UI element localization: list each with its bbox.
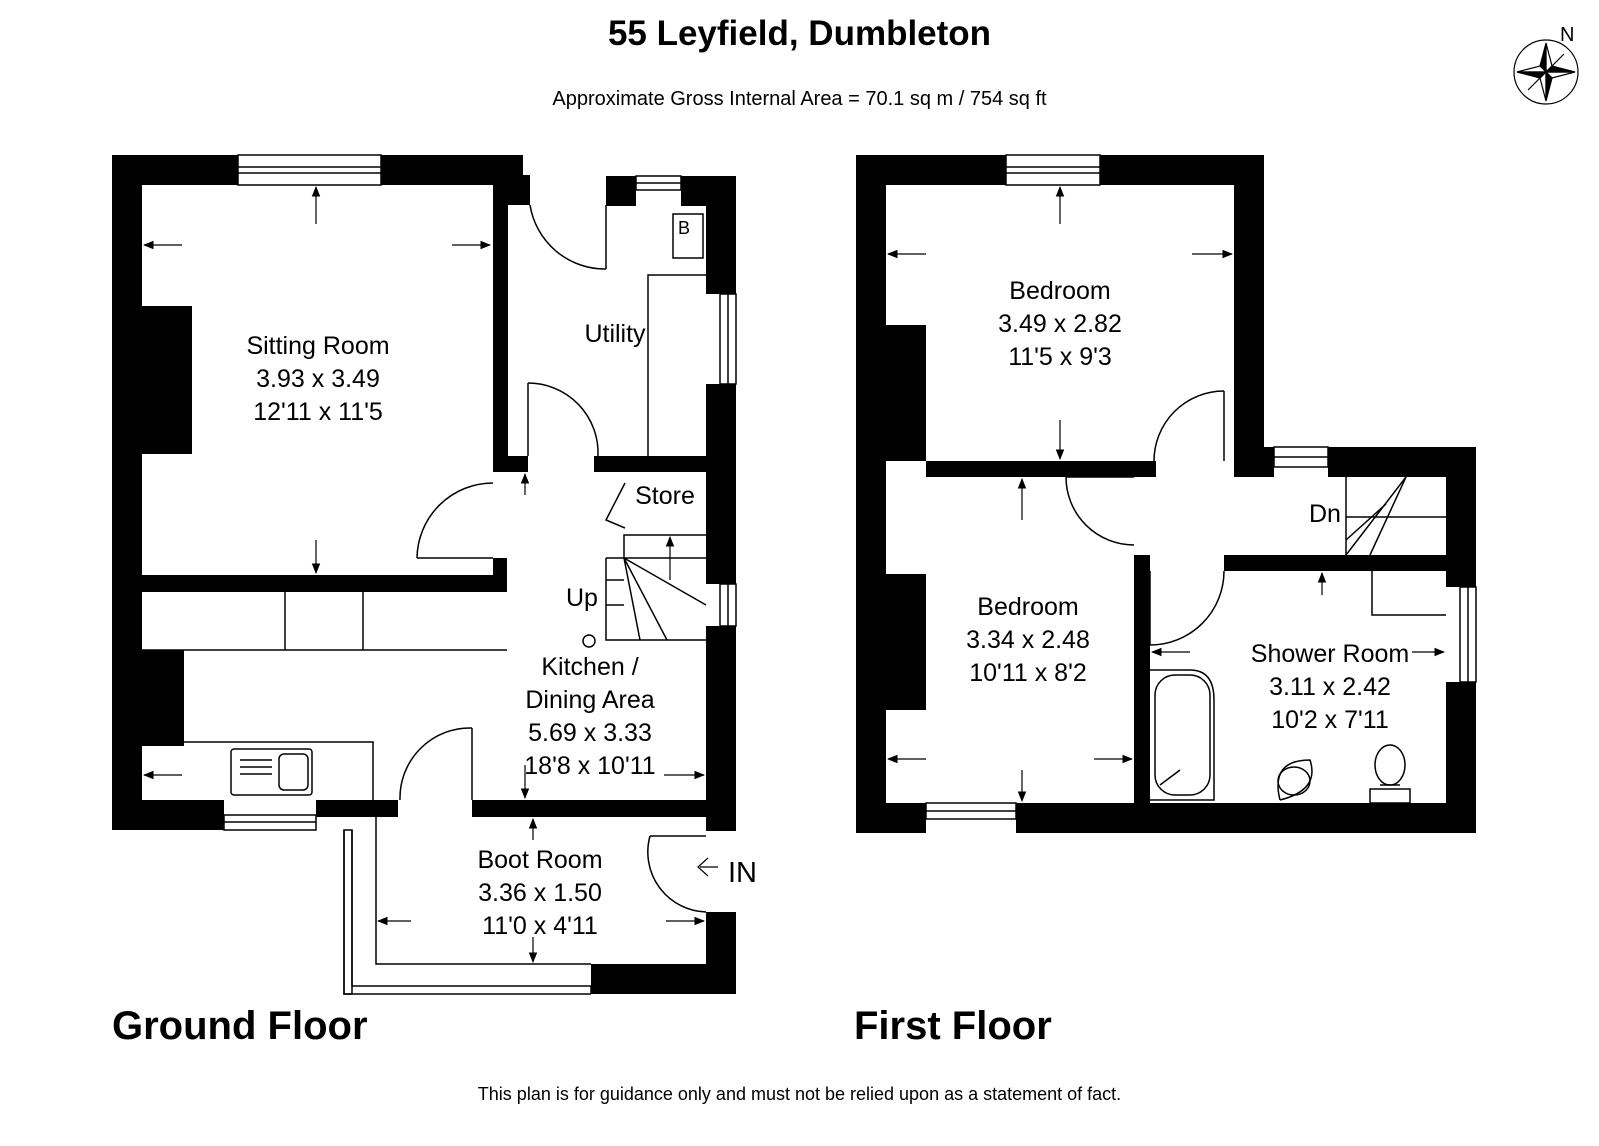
room-name: Store — [635, 482, 695, 510]
kitchen-dining-label: Kitchen / Dining Area 5.69 x 3.33 18'8 x… — [500, 651, 680, 783]
boot-room-label: Boot Room 3.36 x 1.50 11'0 x 4'11 — [450, 844, 630, 943]
first-floor-label: First Floor — [854, 1004, 1052, 1048]
disclaimer-text: This plan is for guidance only and must … — [477, 1084, 1122, 1104]
utility-label: Utility — [560, 318, 670, 351]
boiler-label: B — [678, 218, 691, 238]
first-floor-walls — [856, 155, 1476, 833]
room-name: Sitting Room — [246, 332, 390, 360]
room-imperial-size: 18'8 x 10'11 — [524, 752, 656, 780]
stairs-down-label: Dn — [1309, 500, 1341, 528]
room-metric-size: 3.93 x 3.49 — [256, 365, 380, 393]
shower-room-label: Shower Room 3.11 x 2.42 10'2 x 7'11 — [1230, 638, 1430, 737]
bedroom-1-label: Bedroom 3.49 x 2.82 11'5 x 9'3 — [960, 275, 1160, 374]
ground-floor-label: Ground Floor — [112, 1004, 368, 1048]
room-imperial-size: 10'11 x 8'2 — [969, 659, 1087, 687]
room-metric-size: 3.11 x 2.42 — [1269, 673, 1391, 701]
store-label: Store — [624, 480, 706, 513]
sitting-room-label: Sitting Room 3.93 x 3.49 12'11 x 11'5 — [210, 330, 426, 429]
plan-title: 55 Leyfield, Dumbleton — [607, 14, 992, 53]
first-floor-windows — [925, 154, 1477, 820]
gross-area-subtitle: Approximate Gross Internal Area = 70.1 s… — [552, 88, 1047, 110]
room-imperial-size: 10'2 x 7'11 — [1271, 706, 1389, 734]
entrance-label: IN — [728, 857, 757, 889]
room-metric-size: 3.34 x 2.48 — [966, 626, 1090, 654]
room-imperial-size: 12'11 x 11'5 — [253, 398, 383, 426]
room-name: Dining Area — [525, 686, 655, 714]
ground-floor-walls — [112, 155, 736, 994]
room-imperial-size: 11'5 x 9'3 — [1008, 343, 1112, 371]
room-name: Bedroom — [977, 593, 1079, 621]
room-metric-size: 3.36 x 1.50 — [478, 879, 602, 907]
stairs-up-label: Up — [566, 584, 598, 612]
room-imperial-size: 11'0 x 4'11 — [482, 912, 598, 940]
room-metric-size: 3.49 x 2.82 — [998, 310, 1122, 338]
ground-floor-windows — [223, 154, 737, 995]
room-name: Bedroom — [1009, 277, 1111, 305]
room-name: Boot Room — [477, 846, 603, 874]
room-name: Utility — [584, 320, 646, 348]
north-label: N — [1560, 24, 1575, 46]
room-metric-size: 5.69 x 3.33 — [528, 719, 652, 747]
room-name: Shower Room — [1250, 640, 1410, 668]
north-compass-icon — [1513, 39, 1579, 105]
bedroom-2-label: Bedroom 3.34 x 2.48 10'11 x 8'2 — [928, 591, 1128, 690]
room-name: Kitchen / — [541, 653, 639, 681]
